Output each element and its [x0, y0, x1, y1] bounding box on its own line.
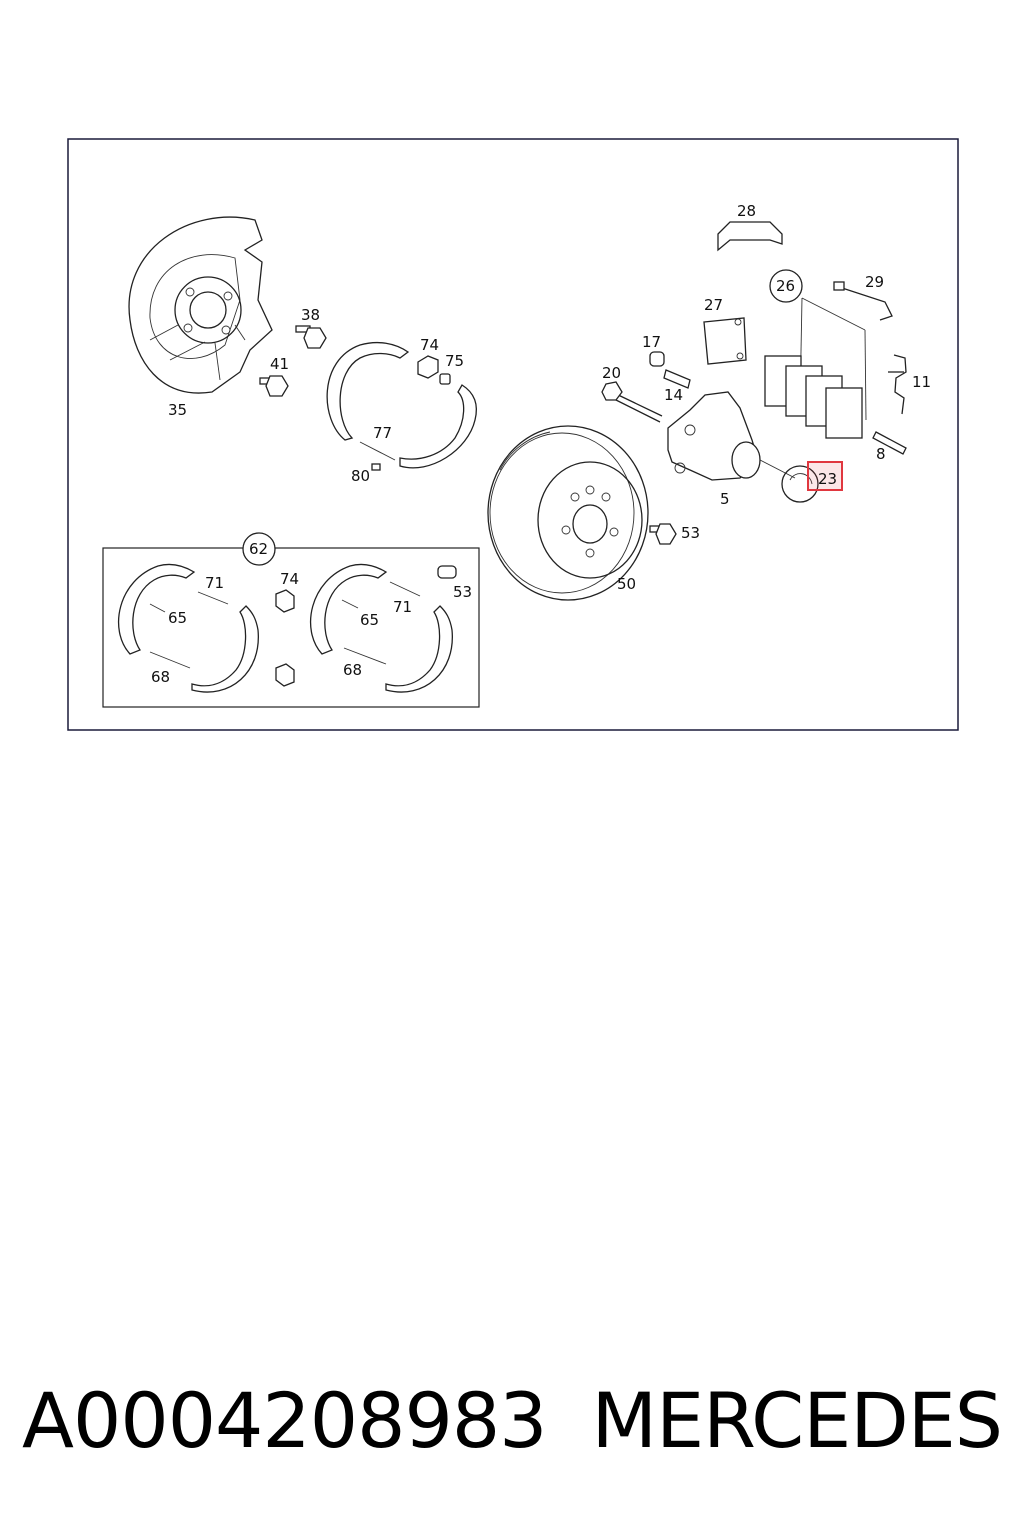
callout-80: 80 [351, 467, 370, 485]
bolt-38-part [295, 325, 327, 349]
callout-71-right: 71 [393, 598, 412, 616]
caliper-part [667, 391, 796, 481]
callout-5: 5 [720, 490, 730, 508]
parking-brake-shoes-part [326, 341, 477, 471]
inset-kit [102, 547, 480, 708]
brand-name: MERCEDES [591, 1375, 1003, 1465]
callout-41: 41 [270, 355, 289, 373]
highlight-box [807, 461, 843, 491]
callout-23: 23 [818, 470, 837, 488]
brake-pads-part [764, 297, 867, 439]
spring-clip-part [888, 354, 907, 415]
callout-62: 62 [249, 540, 268, 558]
exploded-parts-diagram: 35 38 41 74 75 77 80 28 26 29 27 17 14 2… [0, 0, 1024, 760]
callout-38: 38 [301, 306, 320, 324]
anti-rattle-plate-part [717, 221, 783, 252]
callout-53-inset: 53 [453, 583, 472, 601]
callout-20: 20 [602, 364, 621, 382]
guide-pin-part [872, 431, 907, 455]
callout-17: 17 [642, 333, 661, 351]
bolt-20-part [601, 381, 663, 423]
part-number: A0004208983 [22, 1375, 548, 1465]
callout-11: 11 [912, 373, 931, 391]
bolt-41-part [259, 375, 289, 397]
callout-35: 35 [168, 401, 187, 419]
callout-74-inset: 74 [280, 570, 299, 588]
callout-77: 77 [373, 424, 392, 442]
diagram-border [67, 138, 959, 731]
cap-part [781, 465, 819, 503]
callout-68-right: 68 [343, 661, 362, 679]
callout-8: 8 [876, 445, 886, 463]
wear-sensor-part [833, 281, 893, 321]
callout-68: 68 [151, 668, 170, 686]
callout-71: 71 [205, 574, 224, 592]
callout-28: 28 [737, 202, 756, 220]
callout-14: 14 [664, 386, 683, 404]
backing-plate-part [128, 216, 273, 394]
callout-29: 29 [865, 273, 884, 291]
callout-74: 74 [420, 336, 439, 354]
callout-27: 27 [704, 296, 723, 314]
callout-65: 65 [168, 609, 187, 627]
callout-75: 75 [445, 352, 464, 370]
product-caption: A0004208983 MERCEDES [0, 1370, 1024, 1470]
callout-53: 53 [681, 524, 700, 542]
callout-26: 26 [776, 277, 795, 295]
bolt-53-part [649, 523, 677, 545]
brake-rotor-part [487, 425, 649, 601]
callout-65-right: 65 [360, 611, 379, 629]
shim-part [703, 317, 747, 365]
guide-parts-part [649, 351, 691, 389]
callout-50: 50 [617, 575, 636, 593]
